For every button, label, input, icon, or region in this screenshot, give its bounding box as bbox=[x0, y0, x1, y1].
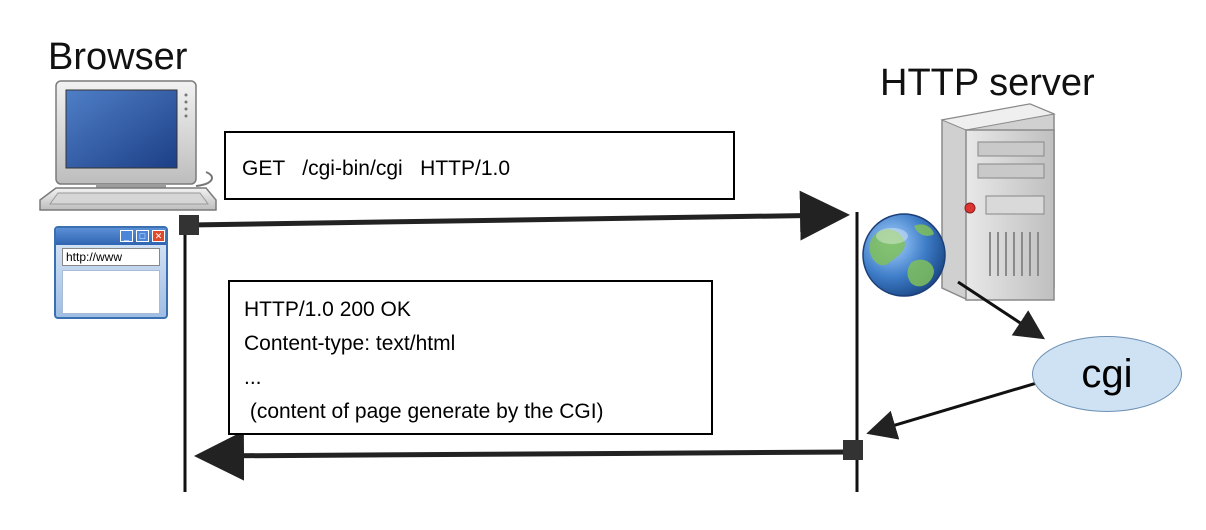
request-start-marker bbox=[179, 215, 199, 235]
window-content bbox=[62, 270, 160, 314]
response-ellipsis-line: ... bbox=[244, 366, 262, 389]
computer-icon bbox=[39, 80, 217, 211]
cgi-to-response-arrow bbox=[866, 380, 1041, 440]
browser-label: Browser bbox=[48, 36, 188, 78]
response-start-marker bbox=[843, 440, 863, 460]
response-content-type-line: Content-type: text/html bbox=[244, 332, 456, 355]
request-text: GET /cgi-bin/cgi HTTP/1.0 bbox=[242, 157, 511, 180]
window-titlebar: _ □ ✕ bbox=[56, 228, 166, 245]
address-bar: http://www bbox=[62, 248, 160, 266]
request-arrow bbox=[189, 190, 850, 241]
server-to-cgi-arrow bbox=[957, 280, 1046, 340]
close-icon: ✕ bbox=[152, 230, 165, 242]
response-message-box: HTTP/1.0 200 OK Content-type: text/html … bbox=[228, 280, 713, 435]
cgi-label: cgi bbox=[1081, 351, 1133, 396]
cgi-node: cgi bbox=[1032, 336, 1182, 412]
browser-window-icon: _ □ ✕ http://www bbox=[54, 226, 168, 319]
server-label: HTTP server bbox=[880, 62, 1095, 104]
globe-icon bbox=[862, 213, 946, 297]
minimize-icon: _ bbox=[120, 230, 133, 242]
server-tower-icon bbox=[940, 103, 1056, 301]
request-message-box: GET /cgi-bin/cgi HTTP/1.0 bbox=[224, 131, 735, 200]
response-body-line: (content of page generate by the CGI) bbox=[244, 400, 604, 423]
response-status-line: HTTP/1.0 200 OK bbox=[244, 298, 411, 321]
maximize-icon: □ bbox=[136, 230, 149, 242]
response-arrow bbox=[194, 430, 851, 481]
